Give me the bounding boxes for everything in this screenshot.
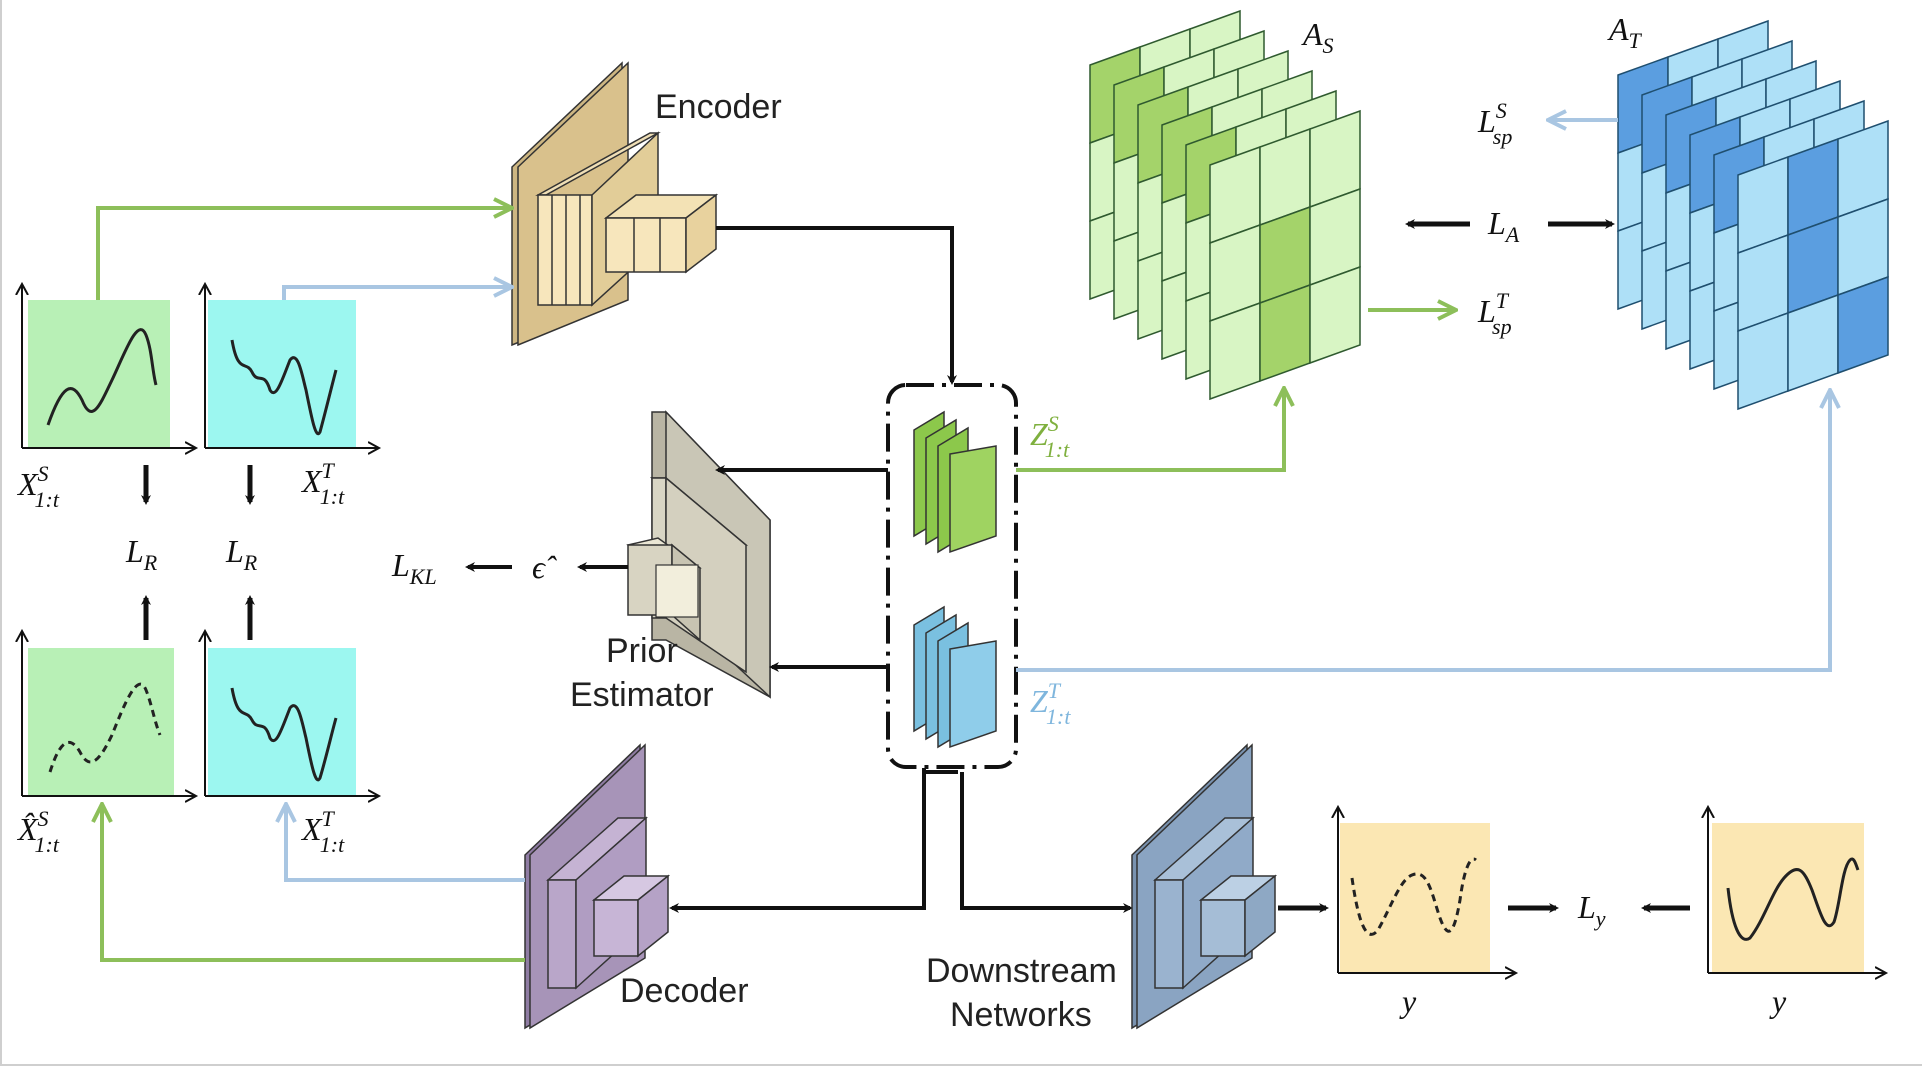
prior-estimator-block [626, 410, 771, 699]
encoder-to-latent-arrow [716, 226, 957, 385]
plot-source-input [22, 285, 195, 448]
label-loss-kl: LKL [391, 547, 437, 589]
z-source-stack [913, 410, 997, 554]
latent-box [886, 383, 1018, 769]
attention-cell [1837, 275, 1889, 375]
z-target-stack [913, 605, 997, 749]
latent-to-decoder-arrow [669, 768, 926, 913]
decoder-label: Decoder [620, 972, 749, 1010]
blue-path-from-decoder [286, 806, 525, 882]
plot-target-input [205, 285, 378, 448]
prior-label-line1: Prior [606, 632, 678, 670]
label-a-target: AT [1607, 11, 1643, 53]
downstream-block [1131, 743, 1278, 1030]
blue-path-to-encoder [282, 287, 510, 300]
encoder-block [511, 61, 719, 347]
downstream-label-line2: Networks [950, 996, 1092, 1034]
z-source-to-as-path [1016, 390, 1284, 472]
plot-prediction [1338, 808, 1515, 973]
attention-layer [1209, 109, 1361, 401]
label-loss-a: LA [1487, 205, 1520, 247]
z-target-to-at-path [1016, 392, 1830, 672]
attention-layer [1737, 119, 1889, 411]
recon-loss-arrows [141, 465, 255, 640]
label-a-source: AS [1301, 16, 1334, 58]
label-epsilon-hat: ϵ̂ [532, 549, 557, 585]
label-y-true: y [1769, 983, 1787, 1019]
attention-cell [1309, 265, 1361, 365]
plot-source-reconstruction [22, 632, 195, 796]
plot-ground-truth [1708, 808, 1885, 973]
plot-target-reconstruction [205, 632, 378, 796]
label-y-pred: y [1399, 983, 1417, 1019]
latent-to-downstream-arrow [960, 772, 1133, 913]
label-loss-recon-target: LR [225, 533, 258, 575]
label-loss-y: Ly [1577, 889, 1606, 931]
decoder-block [524, 743, 671, 1030]
attention-target-grids [1617, 19, 1889, 411]
encoder-label: Encoder [655, 88, 782, 126]
label-loss-recon-source: LR [125, 533, 158, 575]
downstream-label-line1: Downstream [926, 952, 1117, 990]
green-path-to-encoder [96, 208, 510, 300]
attention-source-grids [1089, 9, 1361, 401]
prior-label-line2: Estimator [570, 676, 714, 714]
green-path-from-decoder [102, 806, 525, 962]
